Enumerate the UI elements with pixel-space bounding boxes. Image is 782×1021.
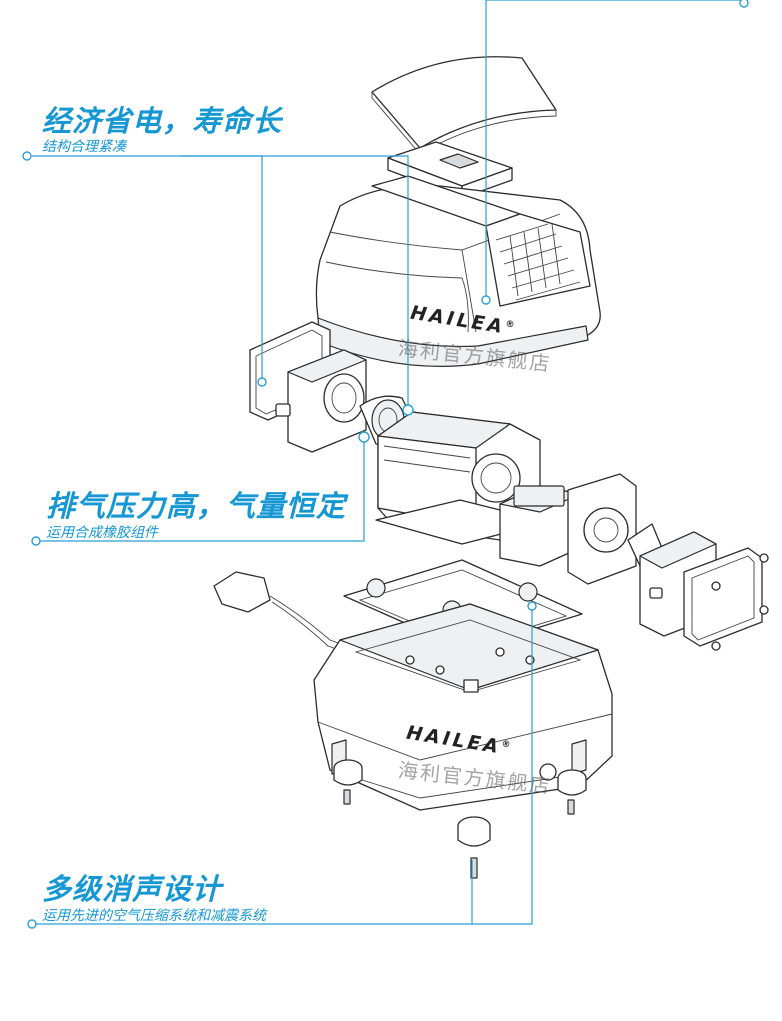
callout-title-3: 多级消声设计 xyxy=(42,872,223,906)
leader-lines xyxy=(32,0,744,925)
right-head-assembly xyxy=(499,473,769,651)
power-cord xyxy=(213,571,353,655)
leader-dots xyxy=(22,0,749,929)
callout-subtitle-2: 运用合成橡胶组件 xyxy=(46,525,158,541)
callout-subtitle-3: 运用先进的空气压缩系统和减震系统 xyxy=(42,908,266,924)
rubber-feet xyxy=(333,759,587,879)
callout-title-2: 排气压力高，气量恒定 xyxy=(46,489,347,523)
top-cover-plate xyxy=(371,56,557,155)
callout-title-1: 经济省电，寿命长 xyxy=(42,104,283,138)
upper-housing xyxy=(315,175,601,367)
brand-mark-upper: ® xyxy=(504,319,519,332)
brand-mark-lower: ® xyxy=(500,739,515,752)
callout-subtitle-1: 结构合理紧凑 xyxy=(42,139,126,155)
